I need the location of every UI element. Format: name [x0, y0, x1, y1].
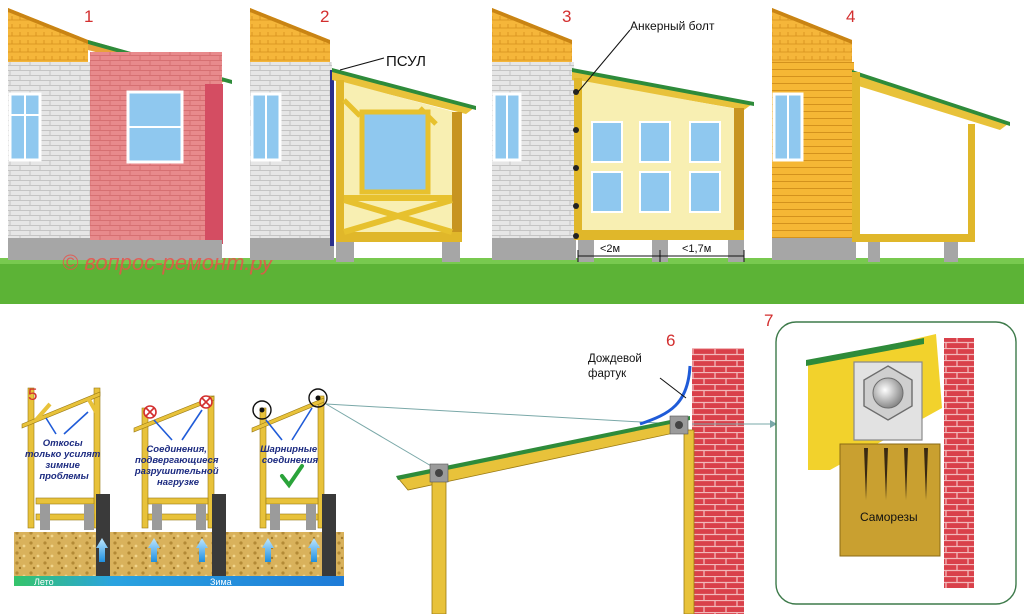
panel-number-7: 7 — [764, 311, 773, 330]
panel-number-2: 2 — [320, 7, 329, 26]
anchor-bolt-label: Анкерный болт — [630, 19, 715, 33]
season-legend-bar — [14, 576, 344, 586]
rain-apron — [639, 365, 692, 426]
psul-tape — [330, 70, 334, 246]
panel-2-frame-extension: ПСУЛ 2 — [250, 7, 476, 262]
panel-1-brick-extension: 1 — [8, 7, 232, 260]
brick-wall — [692, 348, 744, 614]
panel-number-3: 3 — [562, 7, 571, 26]
frost-heave-arrows — [96, 538, 320, 562]
panel-3-anchor-extension: Анкерный болт <2м <1,7м 3 — [492, 7, 754, 262]
roof-1 — [8, 8, 88, 62]
self-tapping-screws — [864, 448, 928, 500]
hinge-joint-icon — [252, 400, 272, 420]
note-hinge-joints: Шарнирные соединения — [260, 444, 320, 466]
rain-apron-label: Дождевой фартук — [588, 353, 645, 380]
watermark: © вопрос-ремонт.ру — [62, 250, 275, 275]
note-stressed-joints: Соединения, подвергающиеся разрушительно… — [134, 444, 221, 488]
panel-6-roof-junction: Дождевой фартук 6 — [396, 331, 744, 614]
dimension-2m: <2м — [600, 243, 620, 255]
note-bracing: Откосы только усилят зимние проблемы — [25, 438, 103, 482]
grass-strip — [0, 258, 1024, 304]
screws-label: Саморезы — [860, 510, 918, 524]
panel-number-4: 4 — [846, 7, 855, 26]
anchor-bolts — [573, 89, 579, 239]
panel-number-6: 6 — [666, 331, 675, 350]
broken-joint-icon — [199, 395, 213, 409]
panel-5-frost-heave: Лето Зима Откосы только усилят зимние пр… — [14, 385, 344, 587]
checkmark-icon — [280, 464, 304, 489]
dimension-1-7m: <1,7м — [682, 243, 711, 255]
hinge-joint-icon — [308, 388, 328, 408]
panel-number-1: 1 — [84, 7, 93, 26]
legend-winter: Зима — [210, 577, 232, 587]
legend-summer: Лето — [34, 577, 54, 587]
panel-number-5: 5 — [28, 385, 37, 404]
panel-7-bolt-detail: Саморезы 7 — [764, 311, 1017, 605]
gravel-ground — [14, 532, 344, 578]
psul-label: ПСУЛ — [386, 53, 426, 70]
broken-joint-icon — [143, 405, 157, 419]
panel-4-canopy-extension: 4 — [772, 7, 1010, 262]
